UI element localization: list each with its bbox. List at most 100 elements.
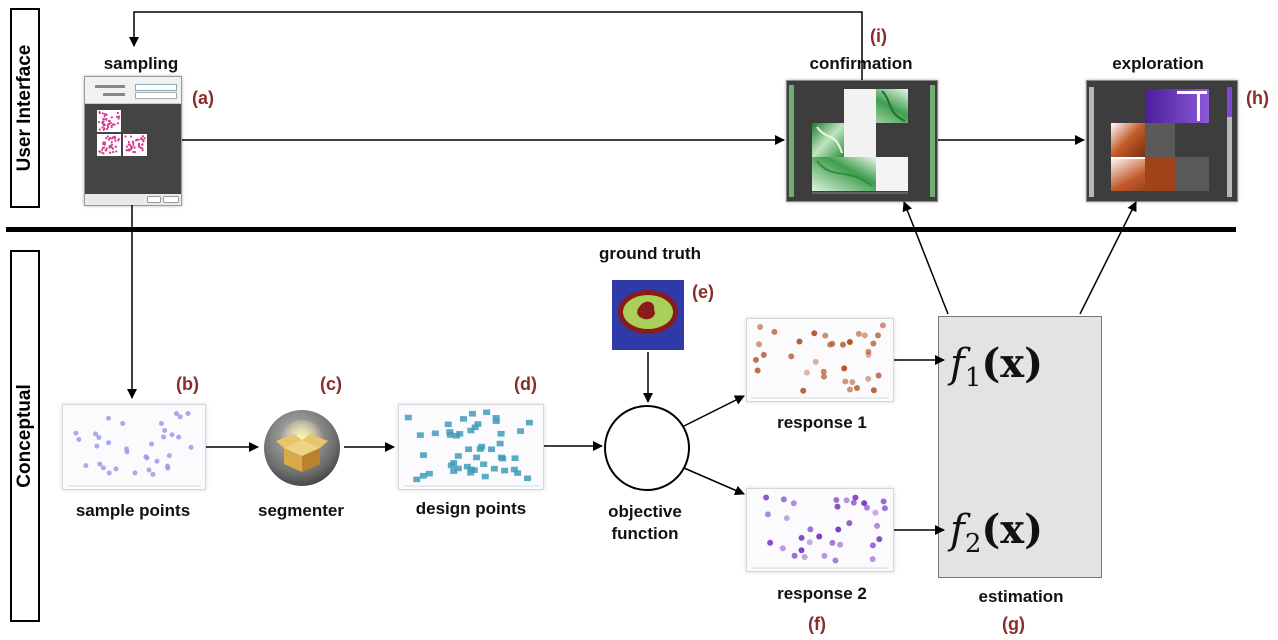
samplePoints-point [100,465,106,471]
designPoints-point [419,472,427,479]
response2-point [767,539,774,546]
f1-sub: 1 [964,363,982,393]
sampling-matrix-point [108,122,111,126]
sampling-matrix-point [117,115,121,118]
sampling-matrix-point [107,138,111,141]
designPoints-point [496,440,504,447]
f1-base: f [950,341,965,387]
sampling-matrix-point [125,145,128,148]
samplePoints-point [124,446,130,452]
sampling-matrix-point [103,115,106,118]
response1-point [822,332,829,339]
samplePoints-point [113,466,119,472]
sample-points-scatter [67,410,201,487]
designPoints-point [492,415,500,421]
design-points-scatter [403,409,539,487]
arrow-objective-to-response2 [683,467,745,496]
sampling-matrix-point [116,111,119,115]
designPoints-point [490,465,498,472]
arrow-objective-to-response1 [683,395,745,427]
sampling-matrix-point [101,112,104,115]
sampling-matrix-point [108,136,112,140]
response2-point [783,515,790,522]
designPoints-point [459,416,467,422]
segmenter-box-icon [262,408,342,488]
segmenter-label: segmenter [258,501,344,520]
samplePoints-point [76,437,82,443]
sampling-matrix-point [101,148,104,151]
sampling-matrix-point [101,126,104,129]
objective-function-node [604,405,690,491]
tag-b: (b) [176,374,199,394]
designPoints-point [483,409,491,416]
sampling-matrix-point [106,128,109,131]
samplePoints-point [96,434,102,440]
sampling-dialog-ok-button[interactable] [147,196,161,203]
sampling-matrix-point [140,137,143,141]
sampling-matrix-point [132,150,135,154]
sampling-matrix-point [141,143,144,146]
response1-point [870,340,877,347]
samplePoints-point [162,427,168,433]
response1-point [811,330,818,337]
sampling-matrix-point [108,146,111,149]
designPoints-point [476,446,484,452]
designPoints-point [425,470,433,477]
response-1-scatter [751,322,889,399]
response1-point [855,330,862,337]
designPoints-point [474,421,482,427]
designPoints-point [463,463,471,470]
designPoints-point [454,465,462,472]
samplePoints-point [174,411,180,417]
response1-point [755,341,762,348]
response2-point [852,494,859,501]
response2-point [764,511,771,518]
response1-point [752,356,759,363]
samplePoints-point [176,434,182,440]
samplePoints-point [158,420,164,426]
arrow-estimation-to-confirmation [902,201,949,315]
response-1-label: response 1 [777,413,867,432]
sampling-matrix-point [110,125,113,129]
sampling-dialog-field-label-1 [95,85,125,88]
tag-c: (c) [320,374,342,394]
response2-point [806,539,813,546]
response1-point [757,324,764,331]
tag-i: (i) [870,26,887,46]
samplePoints-point [165,465,171,471]
exploration-view-screenshot [1086,80,1238,202]
response1-point [853,384,860,391]
designPoints-point [524,475,532,482]
designPoints-point [511,455,519,462]
response1-point [820,368,827,375]
response2-point [829,539,836,546]
designPoints-point [501,467,509,474]
designPoints-point [452,432,460,439]
f1-formula: f1(x) [950,340,1043,393]
exploration-matrix-plot [1087,81,1237,201]
response2-point [798,547,805,554]
response2-point [832,557,839,564]
designPoints-point [480,461,488,468]
sampling-matrix-point [101,151,104,154]
sampling-matrix-point [137,142,141,145]
samplePoints-point [150,471,156,477]
sampling-matrix-point [143,137,146,140]
response2-point [791,552,798,559]
response-2-label: response 2 [777,584,867,603]
sampling-matrix-point [104,149,107,152]
samplePoints-point [120,420,126,426]
samplePoints-point [166,453,172,459]
sampling-matrix-point [137,138,140,141]
sampling-matrix-point [142,138,145,142]
sampling-matrix-point [106,124,109,127]
response1-point [820,373,827,380]
response2-point [864,504,871,511]
sampling-dialog-cancel-button[interactable] [163,196,179,203]
sampling-dialog-canvas [85,104,181,194]
samplePoints-point [93,431,99,437]
sampling-matrix-point [111,147,114,150]
response1-point [861,332,868,339]
sampling-matrix-point [105,118,108,121]
